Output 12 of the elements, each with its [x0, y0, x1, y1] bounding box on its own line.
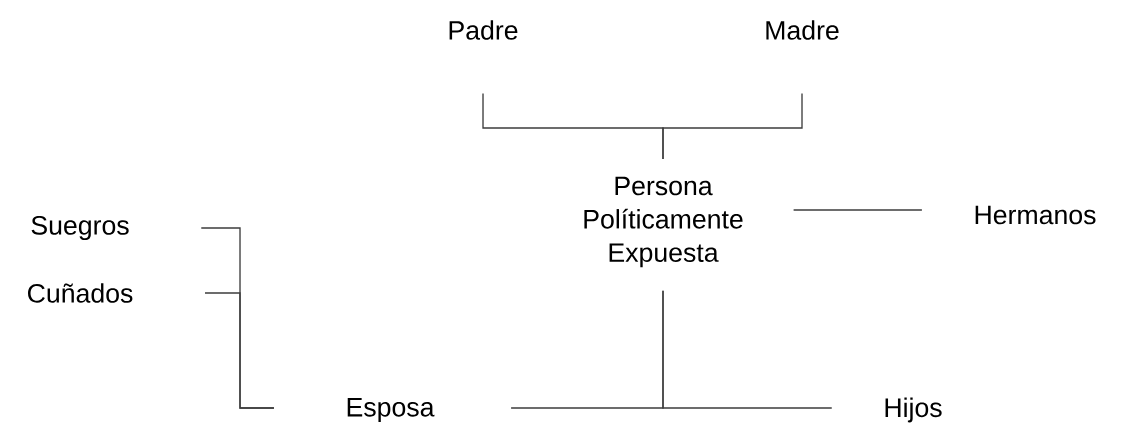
node-label: Cuñados	[28, 283, 133, 303]
node-label: Madre	[766, 20, 839, 40]
connector-line	[662, 92, 803, 160]
node-label: Hijos	[885, 397, 942, 423]
node-label: Hermanos	[975, 205, 1096, 225]
connector-line	[204, 292, 275, 409]
node-label: Suegros	[31, 215, 129, 241]
node-label: Padre	[449, 20, 518, 40]
connector-line	[662, 290, 833, 409]
connector-line	[792, 209, 923, 211]
node-label: Esposa	[347, 398, 435, 422]
node-label: Persona Políticamente Expuesta	[584, 176, 743, 268]
